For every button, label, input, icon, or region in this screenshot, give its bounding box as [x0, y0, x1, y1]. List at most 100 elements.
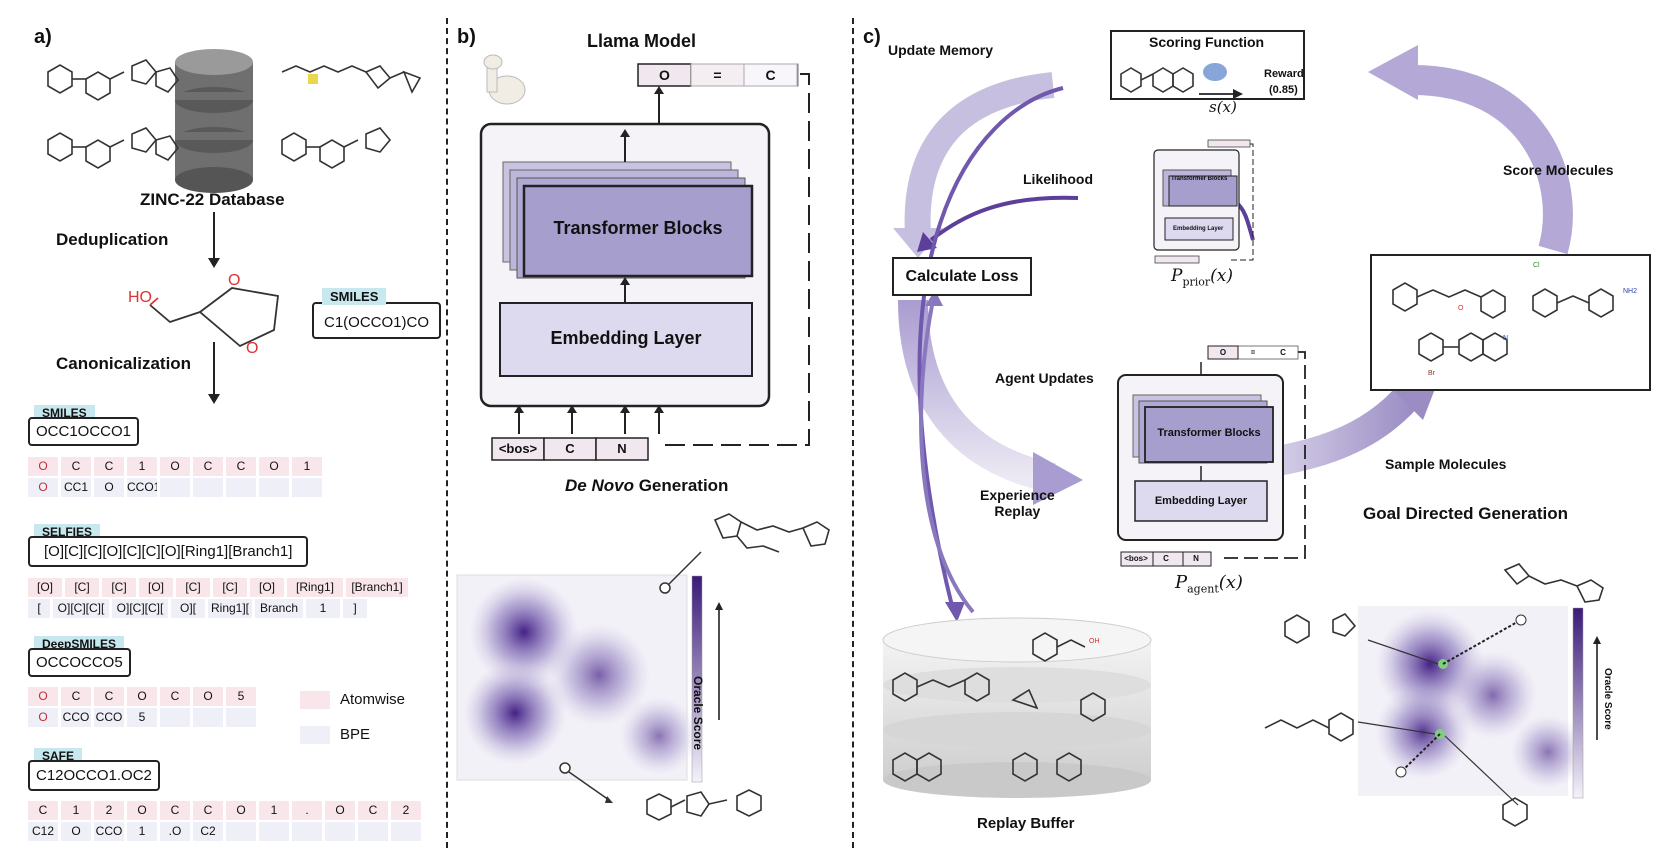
- token: [259, 478, 289, 497]
- token: ]: [343, 599, 367, 618]
- output-token: =: [1250, 348, 1256, 357]
- oracle-score-label-c: Oracle Score: [1602, 668, 1613, 730]
- sampled-molecule-3: [1418, 332, 1508, 362]
- prior-sub: prior: [1182, 275, 1211, 289]
- token: O: [226, 801, 256, 820]
- token: C: [160, 687, 190, 706]
- input-token: C: [565, 441, 575, 456]
- token: [259, 822, 289, 841]
- smiles-input-box: C1(OCCO1)CO: [312, 302, 442, 339]
- token: [O]: [28, 578, 62, 597]
- prior-embedding-label: Embedding Layer: [1173, 226, 1224, 232]
- agent-arg: (x): [1218, 572, 1243, 593]
- panel-c: c): [853, 0, 1662, 860]
- sampled-molecule-2: [1532, 288, 1614, 318]
- prior-distribution-label: Pprior(x): [1171, 266, 1233, 288]
- token: 5: [226, 687, 256, 706]
- token: CCO1: [127, 478, 157, 497]
- token: CCO: [94, 708, 124, 727]
- panel-b: b) Llama Model: [447, 0, 853, 860]
- token: [C]: [213, 578, 247, 597]
- smiles-value: OCC1OCCO1: [36, 423, 132, 440]
- molecule-sketch-2: [47, 127, 179, 169]
- token: O: [61, 822, 91, 841]
- input-token: N: [1193, 554, 1199, 563]
- token: 1: [61, 801, 91, 820]
- generation-word: Generation: [638, 476, 729, 495]
- oxygen-label-top: O: [228, 272, 241, 289]
- molecule-sketch-4: [281, 127, 392, 169]
- token: C: [358, 801, 388, 820]
- smiles-input-value: C1(OCCO1)CO: [324, 314, 430, 331]
- token: 1: [306, 599, 340, 618]
- score-function-symbol: s(x): [1209, 98, 1237, 116]
- atom-nh2-label: NH2: [1623, 288, 1638, 295]
- reward-label: Reward: [1264, 68, 1304, 80]
- separator-ab: [446, 18, 448, 848]
- buffer-molecules: [892, 632, 1106, 782]
- token: C: [160, 801, 190, 820]
- prior-arg: (x): [1210, 266, 1234, 286]
- bpe-swatch: [300, 726, 330, 744]
- molecule-sketch-3: [281, 65, 422, 94]
- token: [226, 822, 256, 841]
- update-memory-label: Update Memory: [888, 42, 994, 58]
- safe-value: C12OCCO1.OC2: [36, 767, 152, 784]
- token: C2: [193, 822, 223, 841]
- token: [C]: [102, 578, 136, 597]
- token: [Branch1]: [346, 578, 408, 597]
- agent-updates-label: Agent Updates: [995, 370, 1094, 386]
- token: C: [94, 687, 124, 706]
- token: CC1: [61, 478, 91, 497]
- deepsmiles-box: OCCOCCO5: [28, 648, 131, 677]
- selfies-atomwise-row: [O][C][C][O][C][C][O][Ring1][Branch1]: [28, 578, 411, 597]
- database-icon: [175, 49, 253, 193]
- agent-distribution-label: Pagent(x): [1175, 572, 1243, 596]
- experience-replay-label: Experience Replay: [980, 487, 1055, 519]
- token: [O]: [139, 578, 173, 597]
- de-novo-italic: De Novo: [565, 476, 634, 495]
- token: O: [28, 708, 58, 727]
- oxygen-label-bottom: O: [246, 340, 259, 357]
- goal-directed-label: Goal Directed Generation: [1363, 504, 1568, 523]
- replay-buffer-label: Replay Buffer: [977, 815, 1075, 832]
- agent-transformer-label: Transformer Blocks: [1157, 427, 1261, 439]
- token: 5: [127, 708, 157, 727]
- token: [358, 822, 388, 841]
- panel-a: a): [0, 0, 447, 860]
- token: C: [193, 801, 223, 820]
- token: 1: [259, 801, 289, 820]
- output-token: O: [1219, 348, 1227, 357]
- smiles-input-tag: SMILES: [322, 288, 387, 305]
- molecule-sketch-1: [47, 59, 179, 101]
- canonicalization-label: Canonicalization: [56, 354, 192, 373]
- atom-oh-label: OH: [1089, 638, 1100, 645]
- token: [226, 478, 256, 497]
- llama-icon: [483, 54, 526, 105]
- selfies-value: [O][C][C][O][C][C][O][Ring1][Branch1]: [44, 543, 293, 560]
- deduplication-label: Deduplication: [56, 230, 169, 249]
- llama-model-title: Llama Model: [587, 31, 697, 51]
- token: O: [28, 478, 58, 497]
- panel-label: a): [34, 26, 52, 48]
- output-token: C: [1280, 348, 1286, 357]
- transformer-blocks-label: Transformer Blocks: [553, 218, 723, 238]
- generated-molecule-bottom: [646, 789, 762, 821]
- prior-transformer-label: Transformer Blocks: [1171, 176, 1228, 182]
- hydroxyl-label: HO: [128, 289, 152, 306]
- reward-value: (0.85): [1269, 84, 1298, 96]
- input-token: C: [1163, 554, 1169, 563]
- prior-p: P: [1171, 266, 1183, 286]
- token: O: [325, 801, 355, 820]
- token: 2: [94, 801, 124, 820]
- output-token: O: [659, 67, 670, 83]
- output-token: C: [765, 67, 776, 83]
- token: [391, 822, 421, 841]
- token: O: [28, 457, 58, 476]
- token: CCO: [61, 708, 91, 727]
- token: C: [61, 687, 91, 706]
- atom-o-label: O: [1458, 305, 1464, 312]
